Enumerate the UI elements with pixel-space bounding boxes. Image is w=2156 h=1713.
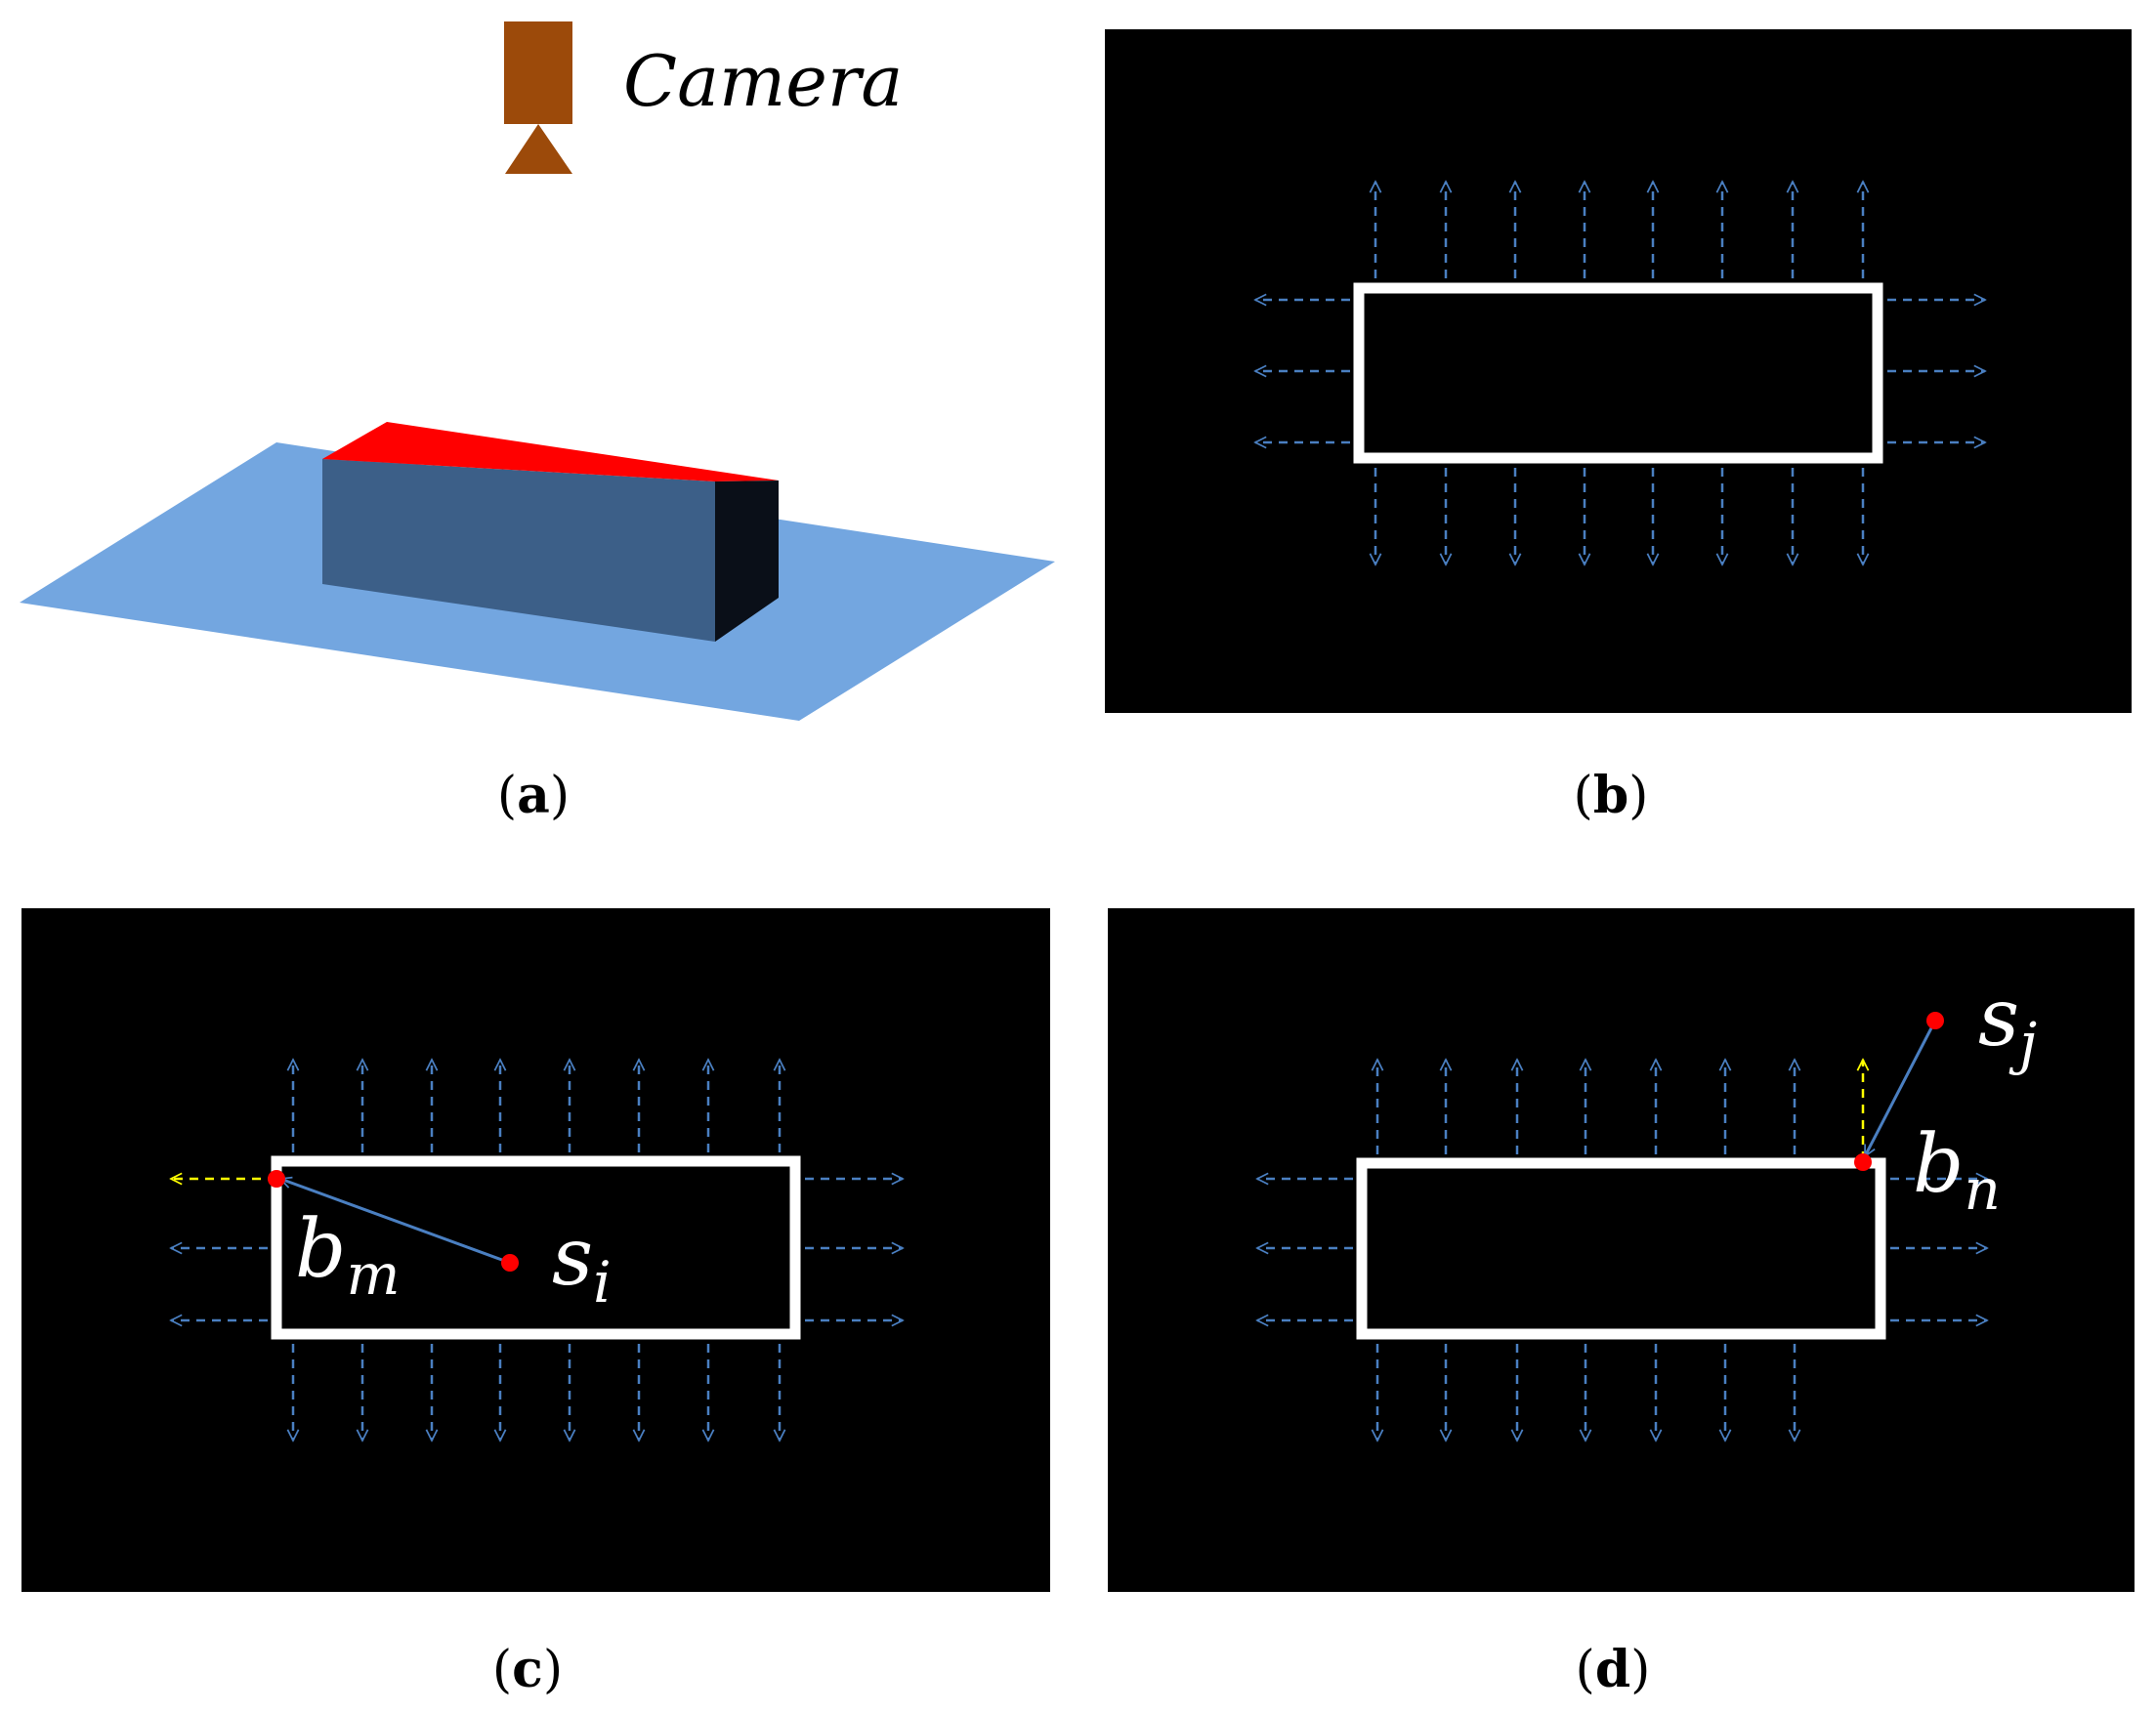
object-outline-b	[1353, 282, 1883, 464]
arrow-field-b	[1255, 182, 1985, 564]
panel-d: sj bn (d)	[1108, 908, 2135, 1699]
panel-c-background	[21, 908, 1050, 1592]
caption-d: (d)	[1576, 1640, 1651, 1699]
panel-b-background	[1105, 29, 2132, 713]
panel-b: (b)	[1105, 29, 2132, 825]
caption-a: (a)	[497, 766, 570, 825]
label-b-m: bm	[295, 1203, 401, 1308]
arrow-field-d	[1257, 1060, 1987, 1441]
label-s-j: sj	[1978, 972, 2037, 1076]
boundary-point-c	[268, 1170, 285, 1188]
box-top-face	[322, 422, 779, 481]
label-b-n: bn	[1913, 1118, 2001, 1223]
panel-d-background	[1108, 908, 2135, 1592]
box-front-face	[322, 459, 715, 642]
panel-a: Camera (a)	[20, 21, 1055, 825]
object-outline-c	[271, 1155, 801, 1340]
boundary-point-d	[1854, 1153, 1872, 1171]
label-s-i: si	[552, 1211, 612, 1316]
camera-icon	[504, 21, 572, 174]
box-side-face	[715, 480, 779, 642]
camera-label: Camera	[623, 40, 903, 122]
caption-c: (c)	[492, 1640, 563, 1699]
arrow-field-c	[171, 1060, 903, 1441]
source-point-d	[1926, 1012, 1944, 1029]
source-point-c	[501, 1254, 519, 1272]
panel-c: bm si (c)	[21, 908, 1050, 1699]
caption-b: (b)	[1574, 766, 1649, 825]
projection-line-d	[1863, 1020, 1937, 1156]
object-outline-d	[1356, 1157, 1886, 1340]
projection-line-c	[280, 1179, 511, 1265]
